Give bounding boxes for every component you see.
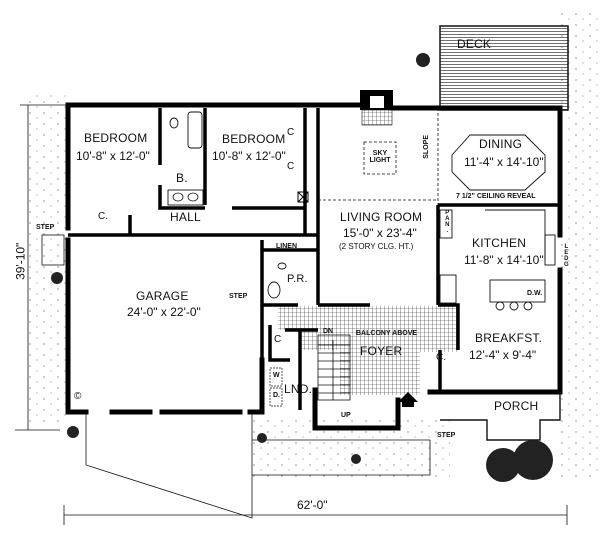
bath-label: B. <box>176 171 188 185</box>
chase <box>297 191 309 203</box>
dryer-label: D. <box>273 392 280 399</box>
slope-label: SLOPE <box>423 135 430 159</box>
side-step <box>41 234 65 266</box>
balcony-label: BALCONY ABOVE <box>356 330 418 337</box>
bedroom2-size: 10'-8" x 12'-0" <box>212 149 286 163</box>
driveway <box>85 412 253 519</box>
porch <box>440 392 561 441</box>
stairs-up-label: UP <box>341 412 351 419</box>
foyer-closet-label: C. <box>436 352 446 363</box>
toilet <box>169 117 179 129</box>
lot-stipple-left <box>26 95 68 425</box>
bedroom1-size: 10'-8" x 12'-0" <box>76 149 150 163</box>
bedroom2-closet-b: C <box>287 161 295 172</box>
skylight-label: SKY LIGHT <box>369 150 391 165</box>
pantry-label: PAN. <box>444 210 451 234</box>
dimension-lines <box>15 104 568 525</box>
bedroom2-closet-a: C <box>287 127 295 138</box>
skylight <box>363 141 397 175</box>
ledge-label: LEDG <box>563 244 570 268</box>
exterior-walls <box>65 102 563 431</box>
dining-size: 11'-4" x 14'-10" <box>464 155 544 169</box>
staircase <box>317 334 351 401</box>
garage-size: 24'-0" x 22'-0" <box>127 305 201 319</box>
foyer-label: FOYER <box>360 344 403 358</box>
bedroom2-label: BEDROOM <box>222 132 286 146</box>
pr-toilet <box>267 281 281 299</box>
step-garage-label: STEP <box>229 293 248 300</box>
living-room-label: LIVING ROOM <box>340 210 423 224</box>
kitchen-label: KITCHEN <box>472 236 527 250</box>
dining-note: 7 1/2" CEILING REVEAL <box>456 193 536 200</box>
balcony-hatch <box>278 306 458 395</box>
hall-label: HALL <box>170 210 201 224</box>
deck-label: DECK <box>457 37 492 51</box>
living-room-size: 15'-0" x 23'-4" <box>343 226 417 240</box>
bedroom1-label: BEDROOM <box>84 131 148 145</box>
garage-label: GARAGE <box>136 289 189 303</box>
landscaping <box>51 53 553 482</box>
copyright-mark: © <box>74 391 82 402</box>
breakfast-size: 12'-4" x 9'-4" <box>469 348 537 362</box>
step-left-label: STEP <box>36 224 55 231</box>
breakfast-label: BREAKFST. <box>475 331 543 345</box>
overall-width-dimension: 62'-0" <box>297 498 328 512</box>
hall-closet-label: C. <box>98 211 108 222</box>
dishwasher-label: D.W. <box>527 290 543 297</box>
porch-label: PORCH <box>494 399 539 413</box>
laundry-label: LND. <box>284 382 313 396</box>
dining-ceiling-reveal <box>451 134 546 191</box>
dining-label: DINING <box>479 137 523 151</box>
garage-closet-label: C <box>274 334 282 345</box>
powder-room-label: P.R. <box>287 273 308 285</box>
kitchen-size: 11'-8" x 14'-10" <box>464 253 544 267</box>
interior-walls <box>68 108 560 410</box>
linen-label: LINEN <box>276 243 297 250</box>
step-porch-label: STEP <box>437 432 456 439</box>
overall-depth-dimension: 39'-10" <box>13 242 28 280</box>
entry-arrow <box>398 392 418 402</box>
washer-label: W <box>273 372 280 379</box>
front-walk <box>252 439 431 476</box>
living-room-note: (2 STORY CLG. HT.) <box>339 242 414 251</box>
hearth <box>361 109 393 126</box>
vanity <box>167 189 204 206</box>
bathtub <box>187 111 203 149</box>
pr-sink <box>277 262 287 270</box>
kitchen-counters <box>439 209 556 311</box>
stairs-down-label: DN <box>323 328 334 335</box>
